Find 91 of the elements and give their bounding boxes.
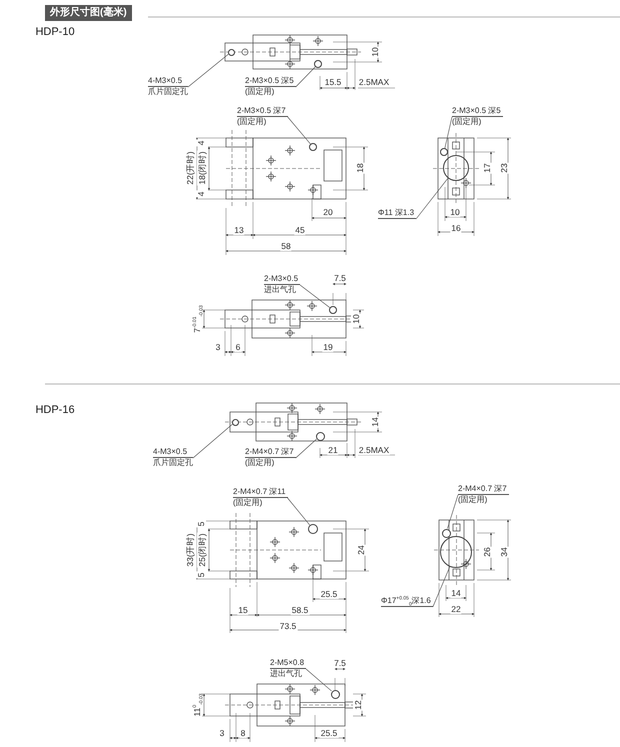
dimension-label: 22(开时) bbox=[185, 150, 195, 186]
leader-line bbox=[192, 424, 233, 458]
callout-text: 4-M3×0.5 bbox=[148, 76, 188, 87]
model-name: HDP-16 bbox=[34, 405, 76, 415]
callout-text: 4-M3×0.5 bbox=[153, 447, 193, 458]
dimension-label: 10 bbox=[449, 207, 461, 217]
callout-note: (固定用) bbox=[452, 117, 482, 127]
dimension-label: 4 bbox=[196, 190, 206, 198]
dimension-label: 17 bbox=[482, 162, 492, 174]
threaded-hole bbox=[316, 432, 324, 440]
dimension-label: 45 bbox=[294, 225, 306, 235]
dimension-label: 25(闭时) bbox=[197, 532, 207, 568]
threaded-hole bbox=[314, 60, 322, 68]
dimension-label: 73.5 bbox=[278, 621, 298, 631]
callout-note: (固定用) bbox=[233, 498, 264, 508]
dimension-label: 58 bbox=[280, 241, 292, 251]
dimension-label: 21 bbox=[327, 445, 339, 455]
threaded-hole bbox=[330, 690, 340, 698]
leader-line bbox=[300, 284, 330, 308]
callout-text: 2-M5×0.8 bbox=[270, 658, 306, 669]
dimension-label: 58.5 bbox=[290, 605, 310, 615]
callout-note: (固定用) bbox=[237, 117, 268, 127]
dimension-label: 4 bbox=[196, 140, 206, 146]
leader-line bbox=[432, 566, 450, 608]
dimension-label: 10 bbox=[351, 313, 361, 325]
callout-note: (固定用) bbox=[245, 458, 276, 468]
dimension-label: 19 bbox=[322, 342, 334, 352]
threaded-hole bbox=[329, 306, 337, 314]
callout-text: 2-M4×0.7 深7 bbox=[245, 447, 296, 458]
dimension-label: 33(开时) bbox=[185, 532, 195, 568]
dimension-label: 5 bbox=[196, 520, 206, 528]
dimension-label: 22 bbox=[450, 604, 462, 614]
dimension-label: 26 bbox=[482, 546, 492, 558]
callout-text: Φ17$^{+0.05}$$_{0}$深1.6 bbox=[381, 596, 433, 607]
dimension-label: 34 bbox=[499, 546, 509, 558]
leader-line bbox=[306, 668, 332, 692]
leader-line bbox=[416, 178, 448, 220]
threaded-hole bbox=[309, 143, 317, 151]
dimension-label: 16 bbox=[450, 223, 462, 233]
leader-line bbox=[287, 498, 310, 526]
leader-line bbox=[447, 494, 458, 529]
dimension-label: 5 bbox=[196, 572, 206, 578]
leader-line bbox=[188, 54, 229, 88]
callout-note: 爪片固定孔 bbox=[153, 458, 193, 468]
leader-line bbox=[295, 66, 316, 88]
dimension-label: 18 bbox=[355, 162, 365, 174]
dimension-label: 7.5 bbox=[333, 658, 347, 668]
dimension-label: 15 bbox=[237, 605, 249, 615]
dimension-label: 18(闭时) bbox=[197, 150, 207, 186]
dimension-label: 23 bbox=[499, 162, 509, 174]
recess-circle bbox=[443, 155, 469, 181]
leader-line bbox=[287, 116, 311, 144]
leader-line bbox=[444, 116, 452, 148]
callout-text: 2-M3×0.5 深5 bbox=[452, 106, 503, 117]
callout-text: Φ11 深1.3 bbox=[378, 208, 416, 219]
dimension-label: 10 bbox=[370, 46, 380, 58]
callout-note: 爪片固定孔 bbox=[148, 87, 188, 97]
callout-note: (固定用) bbox=[458, 495, 488, 505]
dimension-label: 20 bbox=[322, 207, 334, 217]
dimension-label: 3 bbox=[218, 728, 226, 738]
dimension-label: 3 bbox=[214, 342, 222, 352]
dimension-label: 2.5MAX bbox=[358, 445, 390, 455]
dimension-label: 25.5 bbox=[320, 728, 338, 738]
threaded-hole bbox=[232, 418, 238, 426]
threaded-hole bbox=[440, 148, 448, 156]
callout-text: 2-M4×0.7 深11 bbox=[233, 487, 288, 498]
dimension-label: 6 bbox=[234, 342, 242, 352]
callout-text: 2-M4×0.7 深7 bbox=[458, 484, 509, 495]
callout-note: 进出气孔 bbox=[264, 285, 297, 295]
dimension-label: 24 bbox=[356, 544, 366, 556]
dimension-label: 14 bbox=[370, 416, 380, 428]
dimension-label: 8 bbox=[240, 728, 246, 738]
threaded-hole bbox=[308, 524, 318, 534]
dimension-label: 13 bbox=[233, 225, 245, 235]
dimension-label: 12 bbox=[353, 699, 363, 711]
heading-bar: 外形尺寸图(毫米) bbox=[45, 5, 132, 21]
recess-circle bbox=[440, 536, 472, 568]
callout-note: 进出气孔 bbox=[270, 669, 303, 679]
callout-text: 2-M3×0.5 深5 bbox=[245, 76, 296, 87]
leader-line bbox=[295, 438, 317, 458]
dimension-label: 2.5MAX bbox=[358, 77, 390, 87]
callout-note: (固定用) bbox=[245, 87, 276, 97]
model-name: HDP-10 bbox=[34, 27, 76, 37]
dimension-label: 14 bbox=[450, 588, 462, 598]
dimension-label: 7.5 bbox=[333, 273, 347, 283]
threaded-hole bbox=[442, 528, 450, 538]
callout-text: 2-M3×0.5 深7 bbox=[237, 106, 288, 117]
dimension-label: 25.5 bbox=[320, 589, 338, 599]
callout-text: 2-M3×0.5 bbox=[264, 274, 300, 285]
dimension-label: 15.5 bbox=[324, 77, 342, 87]
threaded-hole bbox=[228, 48, 234, 56]
